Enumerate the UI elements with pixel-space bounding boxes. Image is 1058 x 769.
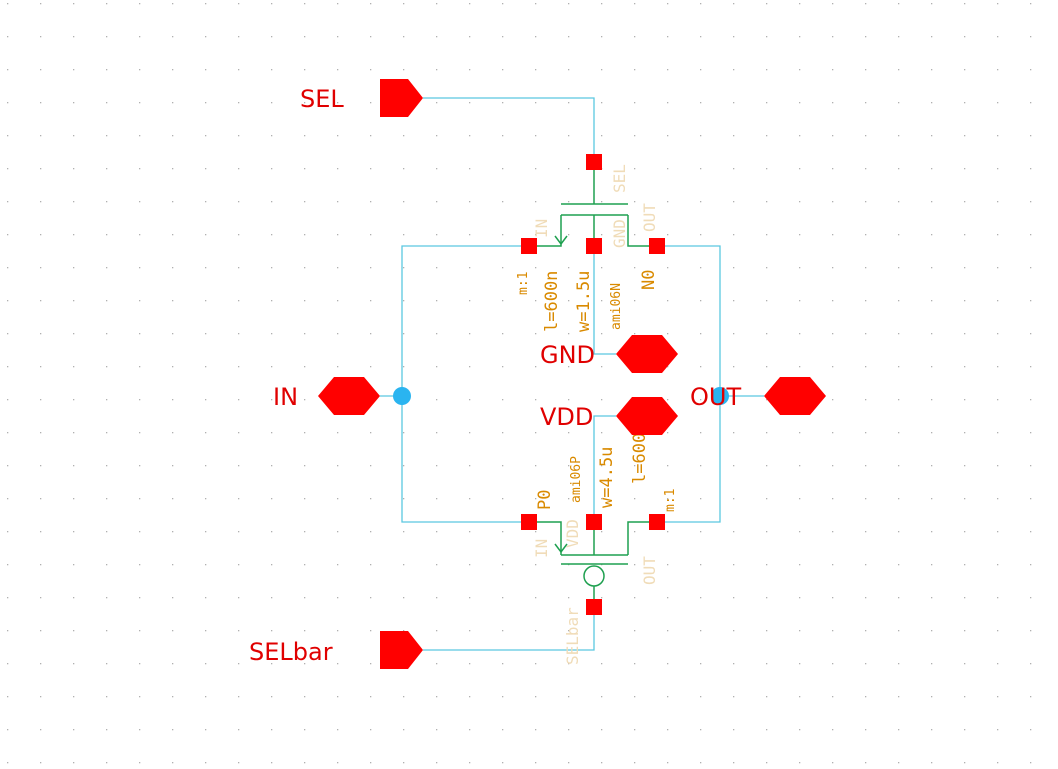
nmos-width-label: w=1.5u: [574, 271, 594, 332]
nmos-instance-label: N0: [639, 270, 659, 290]
pmos-term-gate-label: SELbar: [563, 607, 582, 665]
pin-vdd-label: VDD: [540, 403, 593, 431]
pmos-length-label: l=600: [630, 433, 650, 484]
pmos-transistor[interactable]: [521, 514, 665, 615]
pin-out-label: OUT: [690, 383, 741, 411]
inout-pin-icon: [616, 397, 678, 435]
nmos-drain-terminal[interactable]: [649, 238, 665, 254]
nmos-source-lead: [529, 215, 562, 247]
inout-pin-icon: [318, 377, 380, 415]
junction-dot-in: [393, 387, 411, 405]
nmos-term-bulk-label: GND: [610, 219, 629, 248]
pin-gnd-label: GND: [540, 341, 595, 369]
pmos-drain-terminal[interactable]: [649, 514, 665, 530]
pmos-model-label: ami06P: [569, 456, 584, 503]
pmos-gate-terminal[interactable]: [586, 599, 602, 615]
pmos-width-label: w=4.5u: [597, 447, 617, 508]
pmos-arrow-icon: [554, 543, 568, 554]
nmos-source-terminal[interactable]: [521, 238, 537, 254]
pin-sel-label: SEL: [300, 85, 344, 113]
nmos-bulk-terminal[interactable]: [586, 238, 602, 254]
pin-sel[interactable]: SEL: [300, 79, 423, 117]
nmos-term-source-label: IN: [532, 219, 551, 238]
pin-selbar[interactable]: SELbar: [249, 631, 423, 669]
pin-in[interactable]: IN: [273, 377, 380, 415]
wire-in-loop[interactable]: [401, 245, 529, 523]
nmos-drain-lead: [627, 215, 657, 247]
pmos-multiplier-label: m:1: [663, 489, 678, 512]
pin-vdd[interactable]: VDD: [540, 397, 678, 435]
pmos-instance-label: P0: [535, 490, 555, 510]
junction-dot-out: [711, 387, 729, 405]
nmos-transistor[interactable]: [521, 154, 665, 254]
nmos-model-label: ami06N: [609, 283, 624, 330]
pmos-source-lead: [529, 521, 562, 555]
pmos-source-terminal[interactable]: [521, 514, 537, 530]
nmos-multiplier-label: m:1: [516, 272, 531, 295]
nmos-length-label: l=600n: [542, 271, 562, 332]
pmos-term-bulk-label: VDD: [563, 519, 582, 548]
pmos-bulk-terminal[interactable]: [586, 514, 602, 530]
inout-pin-icon: [764, 377, 826, 415]
nmos-term-drain-label: OUT: [640, 203, 659, 232]
input-pin-icon: [380, 631, 423, 669]
wire-vdd[interactable]: [593, 415, 616, 522]
input-pin-icon: [380, 79, 423, 117]
nmos-gate-terminal[interactable]: [586, 154, 602, 170]
wire-selbar[interactable]: [423, 607, 595, 651]
wire-sel[interactable]: [423, 97, 595, 161]
nmos-term-gate-label: SEL: [610, 164, 629, 193]
wire-out-loop[interactable]: [657, 245, 721, 523]
nmos-arrow-icon: [554, 235, 568, 246]
wire-gnd[interactable]: [593, 246, 616, 355]
pin-selbar-label: SELbar: [249, 638, 333, 666]
pin-out[interactable]: OUT: [690, 377, 826, 415]
pmos-drain-lead: [627, 521, 657, 555]
inout-pin-icon: [616, 335, 678, 373]
pmos-term-source-label: IN: [532, 539, 551, 558]
pmos-term-drain-label: OUT: [640, 556, 659, 585]
pin-in-label: IN: [273, 383, 298, 411]
pin-gnd[interactable]: GND: [540, 335, 678, 373]
